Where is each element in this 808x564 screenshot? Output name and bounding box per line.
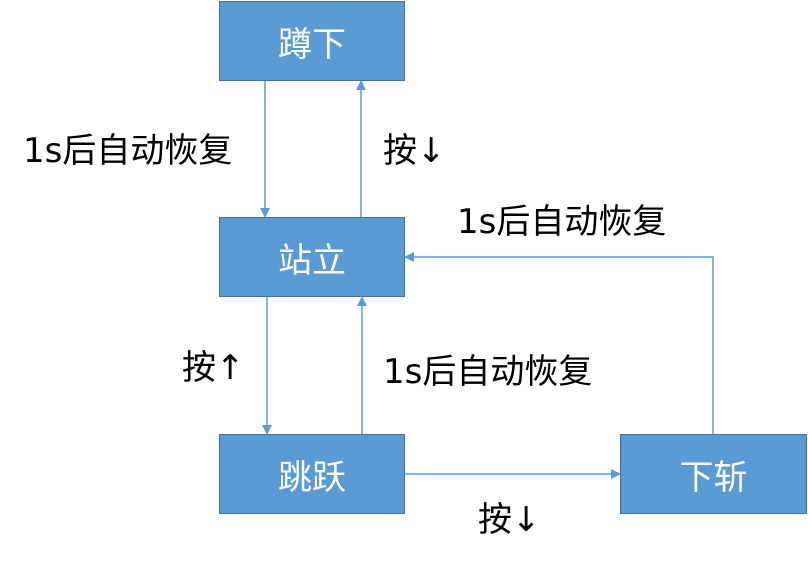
node-stand-label: 站立: [278, 240, 346, 281]
edge-label-stand-to-jump: 按↑: [182, 348, 245, 388]
node-crouch-label: 蹲下: [278, 24, 346, 65]
edge-label-jump-to-down-slash: 按↓: [478, 500, 541, 540]
edge-label-jump-to-stand: 1s后自动恢复: [383, 352, 593, 392]
node-crouch: 蹲下: [219, 1, 405, 81]
edge-label-down-slash-to-stand: 1s后自动恢复: [457, 202, 667, 242]
node-jump: 跳跃: [219, 434, 405, 514]
node-down-slash: 下斩: [620, 434, 807, 514]
node-stand: 站立: [219, 217, 405, 297]
node-jump-label: 跳跃: [278, 457, 346, 498]
edge-label-stand-to-crouch: 按↓: [383, 131, 446, 171]
edge-label-crouch-to-stand: 1s后自动恢复: [23, 131, 233, 171]
node-down-slash-label: 下斩: [679, 457, 748, 498]
edge-down-slash-to-stand: [404, 252, 714, 434]
